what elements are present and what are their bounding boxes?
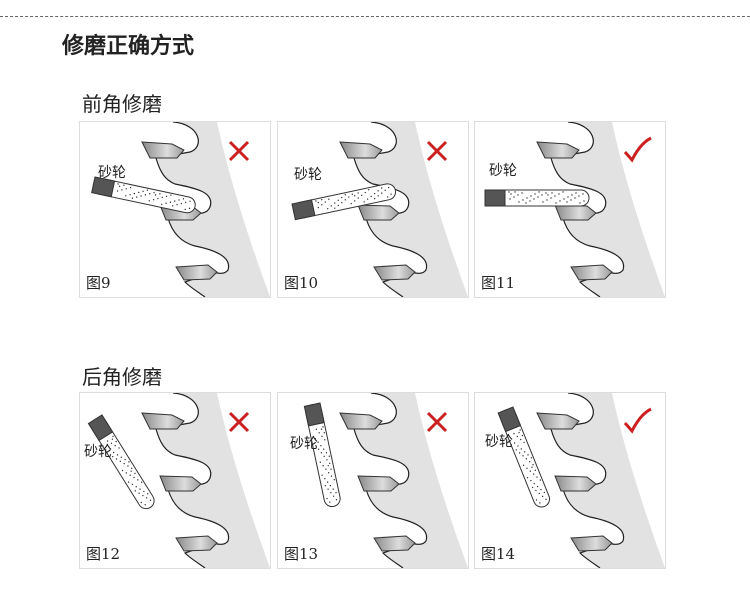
figure-label: 图14 [481, 545, 516, 563]
grinding-wheel [291, 183, 397, 221]
grinding-wheel [484, 189, 590, 207]
grinding-wheel [497, 406, 551, 508]
figure-label: 图13 [284, 545, 319, 563]
figure-panel: 砂轮 图9 [80, 122, 270, 297]
carbide-tip [536, 412, 580, 430]
saw-blade [551, 122, 665, 297]
wrong-mark-icon [426, 140, 448, 162]
carbide-tip [159, 475, 202, 492]
figure-label: 图12 [86, 545, 121, 563]
saw-blade [156, 393, 270, 568]
wheel-label: 砂轮 [489, 163, 517, 179]
figure-panel: 砂轮 图13 [278, 393, 468, 568]
wrong-mark-icon [228, 411, 250, 433]
saw-blade [551, 393, 665, 568]
carbide-tip [570, 535, 613, 552]
grinding-wheel [91, 176, 196, 214]
wrong-mark-icon [228, 140, 250, 162]
carbide-tip [373, 535, 416, 552]
carbide-tip [570, 264, 613, 281]
figure-panel: 砂轮 图12 [80, 393, 270, 568]
grinding-wheel [87, 414, 155, 510]
wrong-mark-icon [426, 411, 448, 433]
figure-panel: 砂轮 图14 [475, 393, 665, 568]
saw-blade [354, 122, 468, 297]
figure-label: 图11 [481, 274, 516, 292]
carbide-tip [373, 264, 416, 281]
carbide-tip [554, 475, 597, 492]
carbide-tip [141, 412, 185, 430]
wheel-label: 砂轮 [98, 165, 126, 181]
carbide-tip [339, 141, 383, 159]
carbide-tip [536, 141, 580, 159]
carbide-tip [141, 141, 185, 159]
carbide-tip [339, 412, 383, 430]
figure-panel: 砂轮 图10 [278, 122, 468, 297]
wheel-label: 砂轮 [485, 434, 513, 450]
figure-label: 图10 [284, 274, 319, 292]
wheel-label: 砂轮 [290, 436, 318, 452]
carbide-tip [175, 535, 218, 552]
check-mark-icon [623, 136, 652, 163]
check-mark-icon [623, 407, 652, 434]
grinding-wheel [303, 402, 341, 508]
figure-label: 图9 [86, 274, 111, 292]
wheel-label: 砂轮 [84, 444, 112, 460]
carbide-tip [357, 475, 400, 492]
carbide-tip [357, 204, 400, 221]
section-heading-rake: 前角修磨 [82, 92, 162, 116]
carbide-tip [175, 264, 218, 281]
saw-blade [354, 393, 468, 568]
wheel-label: 砂轮 [294, 167, 322, 183]
figure-panel: 砂轮 图11 [475, 122, 665, 297]
section-heading-clearance: 后角修磨 [82, 365, 162, 389]
saw-blade [156, 122, 270, 297]
dashed-divider [0, 16, 750, 17]
page-title: 修磨正确方式 [62, 34, 195, 59]
carbide-tip [554, 204, 597, 221]
